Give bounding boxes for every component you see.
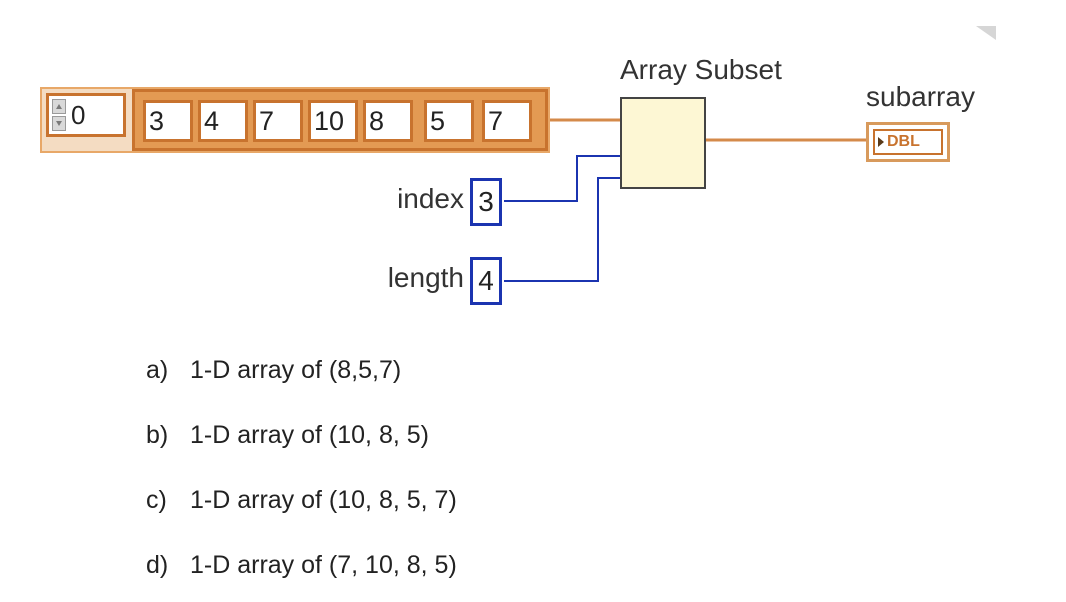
array-element[interactable]: 3 — [143, 100, 193, 142]
length-wire — [504, 177, 620, 282]
array-element[interactable]: 4 — [198, 100, 248, 142]
dbl-type-tag: DBL — [873, 129, 943, 155]
subarray-indicator[interactable]: DBL — [866, 122, 950, 162]
length-constant[interactable]: 4 — [470, 257, 502, 305]
choice-text: 1-D array of (7, 10, 8, 5) — [190, 551, 457, 579]
choice-b[interactable]: b) 1-D array of (10, 8, 5) — [146, 421, 429, 450]
choice-letter: c) — [146, 486, 167, 514]
choice-letter: b) — [146, 421, 169, 449]
array-element[interactable]: 7 — [253, 100, 303, 142]
indicator-label: subarray — [866, 81, 975, 112]
index-wire — [504, 155, 620, 202]
choice-text: 1-D array of (10, 8, 5) — [190, 421, 429, 449]
index-display-value: 0 — [71, 100, 86, 130]
array-element[interactable]: 5 — [424, 100, 474, 142]
choice-letter: d) — [146, 551, 169, 579]
array-element[interactable]: 8 — [363, 100, 413, 142]
array-index-display[interactable]: 0 — [46, 93, 126, 137]
choice-text: 1-D array of (8,5,7) — [190, 356, 402, 384]
array-element[interactable]: 10 — [308, 100, 358, 142]
decrement-arrow-icon[interactable] — [52, 116, 66, 131]
increment-arrow-icon[interactable] — [52, 99, 66, 114]
array-element[interactable]: 7 — [482, 100, 532, 142]
array-subset-node[interactable] — [620, 97, 706, 189]
function-title: Array Subset — [620, 54, 782, 85]
choice-c[interactable]: c) 1-D array of (10, 8, 5, 7) — [146, 486, 457, 515]
wires-layer: ..↑ — [504, 26, 996, 282]
block-diagram: ..↑ 0 3 4 7 10 8 5 7 Array Subset subarr… — [40, 26, 996, 305]
choice-letter: a) — [146, 356, 169, 384]
choice-text: 1-D array of (10, 8, 5, 7) — [190, 486, 457, 514]
choice-a[interactable]: a) 1-D array of (8,5,7) — [146, 356, 401, 385]
choice-d[interactable]: d) 1-D array of (7, 10, 8, 5) — [146, 551, 457, 580]
index-spinner[interactable] — [52, 99, 66, 131]
array-constant[interactable]: 3 4 7 10 8 5 7 — [132, 89, 548, 151]
index-constant[interactable]: 3 — [470, 178, 502, 226]
length-label: length — [387, 262, 464, 293]
corner-mark — [976, 26, 996, 40]
index-label: index — [397, 183, 464, 214]
